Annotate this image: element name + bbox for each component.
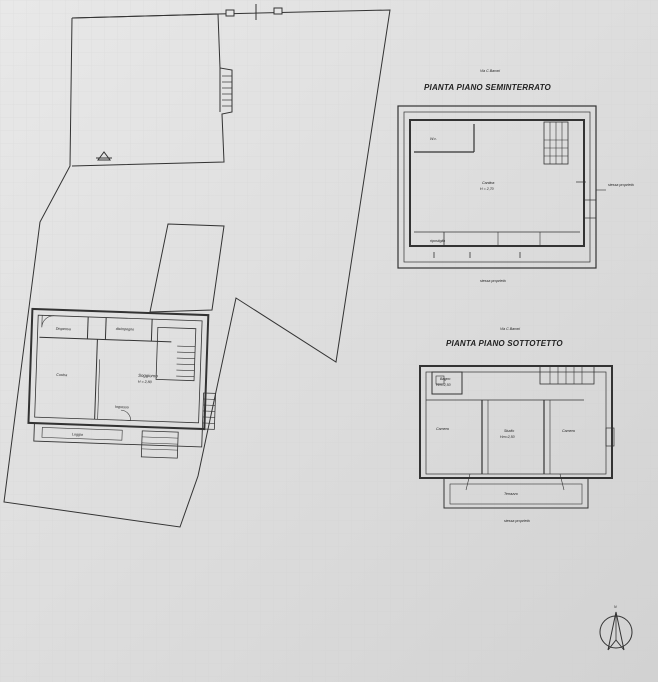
- upper-lot-outline: [3, 9, 391, 528]
- basement-street-label: Via C.Baroni: [480, 69, 500, 73]
- attic-room-bath-height: Hm=2,50: [436, 383, 451, 387]
- attic-room-bath: Bagno: [440, 377, 450, 381]
- upper-building: [71, 13, 233, 167]
- attic-owner-label: stessa proprietà: [504, 519, 530, 523]
- basement-outer-wall: [397, 105, 597, 269]
- attic-plan: Via C.Baroni PIANTA PIANO SOTTOTETTO: [419, 327, 615, 523]
- attic-room-bedroom1: Camera: [436, 427, 449, 431]
- north-compass: N: [599, 605, 633, 651]
- room-label-kitchen: Cucina: [56, 373, 67, 377]
- attic-room-bedroom2: Camera: [562, 429, 575, 433]
- attic-room-terrace: Terrazzo: [504, 492, 518, 496]
- basement-neighbor-label: stessa proprietà: [608, 183, 634, 187]
- ground-floor-labels: Dispensa disimpegno Cucina Soggiorno H =…: [56, 327, 159, 437]
- room-label-living: Soggiorno: [138, 373, 158, 379]
- basement-room-wc: W.c.: [430, 137, 437, 141]
- site-plan: [3, 4, 391, 528]
- basement-plan: Via C.Baroni PIANTA PIANO SEMINTERRATO: [397, 69, 634, 283]
- basement-owner-label: stessa proprietà: [480, 279, 506, 283]
- basement-room-cellar-height: H = 2,70: [480, 187, 494, 191]
- attic-room-closet: Studio: [504, 429, 514, 433]
- basement-title: PIANTA PIANO SEMINTERRATO: [424, 83, 552, 92]
- lower-lot-strip: [149, 223, 225, 313]
- room-label-living-height: H = 2,80: [138, 380, 152, 384]
- attic-street-label: Via C.Baroni: [500, 327, 520, 331]
- compass-north-label: N: [614, 605, 617, 609]
- ground-floor-house: [27, 307, 217, 459]
- room-label-lobby: disimpegno: [116, 327, 135, 332]
- elevation-marker: [97, 151, 111, 161]
- room-label-entry: Ingresso: [115, 405, 129, 409]
- basement-room-storage: ripostiglio: [430, 239, 445, 243]
- room-label-storeroom: Dispensa: [56, 327, 71, 332]
- room-label-porch: Loggia: [72, 432, 83, 436]
- attic-title: PIANTA PIANO SOTTOTETTO: [446, 339, 563, 348]
- basement-room-cellar: Cantina: [482, 181, 494, 185]
- attic-room-closet-height: Hm=2,50: [500, 435, 515, 439]
